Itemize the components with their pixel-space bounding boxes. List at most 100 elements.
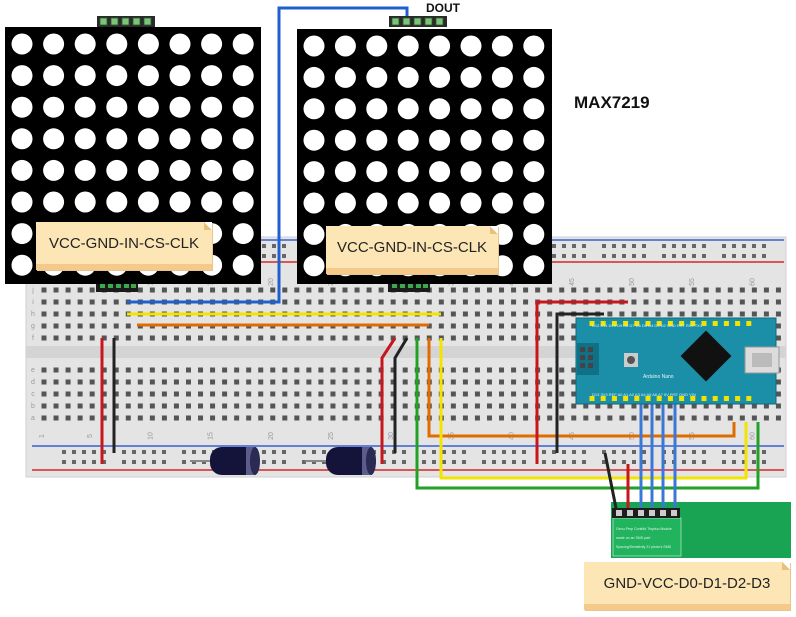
breadboard-hole bbox=[41, 323, 47, 329]
rail-hole bbox=[722, 254, 726, 258]
breadboard-hole bbox=[390, 415, 396, 421]
breadboard-hole bbox=[571, 287, 577, 293]
nano-pin bbox=[656, 321, 662, 326]
breadboard-hole bbox=[474, 299, 480, 305]
breadboard-hole bbox=[462, 415, 468, 421]
nano-pin bbox=[667, 396, 673, 401]
breadboard-hole bbox=[41, 403, 47, 409]
rail-hole bbox=[282, 460, 286, 464]
breadboard-hole bbox=[198, 335, 204, 341]
rail-hole bbox=[302, 460, 306, 464]
led-dot bbox=[43, 159, 65, 181]
breadboard-hole bbox=[438, 311, 444, 317]
breadboard-hole bbox=[547, 323, 553, 329]
rail-hole bbox=[742, 254, 746, 258]
breadboard-hole bbox=[306, 367, 312, 373]
wire-black-mid bbox=[393, 337, 409, 453]
rail-hole bbox=[272, 254, 276, 258]
rail-hole bbox=[162, 460, 166, 464]
breadboard-hole bbox=[703, 403, 709, 409]
nano-pin bbox=[634, 396, 640, 401]
rail-hole bbox=[422, 460, 426, 464]
breadboard-hole bbox=[667, 287, 673, 293]
breadboard-hole bbox=[282, 391, 288, 397]
breadboard-hole bbox=[643, 403, 649, 409]
rail-hole bbox=[572, 244, 576, 248]
breadboard-hole bbox=[113, 367, 119, 373]
breadboard-hole bbox=[161, 287, 167, 293]
nano-pin bbox=[645, 321, 651, 326]
breadboard-hole bbox=[318, 415, 324, 421]
column-number-bottom: 1 bbox=[39, 434, 46, 438]
led-dot bbox=[74, 33, 96, 55]
breadboard-hole bbox=[282, 415, 288, 421]
breadboard-hole bbox=[354, 287, 360, 293]
led-dot bbox=[43, 33, 65, 55]
breadboard-hole bbox=[715, 299, 721, 305]
breadboard-hole bbox=[137, 367, 143, 373]
breadboard-hole bbox=[173, 367, 179, 373]
rail-hole bbox=[682, 460, 686, 464]
breadboard-hole bbox=[366, 415, 372, 421]
column-number-top: 20 bbox=[268, 278, 275, 286]
rail-hole bbox=[662, 254, 666, 258]
rail-hole bbox=[522, 450, 526, 454]
breadboard-hole bbox=[667, 299, 673, 305]
nano-pin bbox=[712, 321, 718, 326]
breadboard-hole bbox=[438, 323, 444, 329]
breadboard-hole bbox=[438, 287, 444, 293]
column-number-top: 60 bbox=[749, 278, 756, 286]
rail-hole bbox=[552, 460, 556, 464]
led-dot bbox=[169, 96, 191, 118]
led-dot bbox=[460, 98, 482, 120]
breadboard-hole bbox=[149, 287, 155, 293]
breadboard-hole bbox=[462, 299, 468, 305]
breadboard-hole bbox=[125, 415, 131, 421]
header-pin bbox=[121, 17, 130, 26]
led-dot bbox=[74, 159, 96, 181]
led-dot bbox=[201, 128, 223, 150]
breadboard-hole bbox=[210, 403, 216, 409]
breadboard-hole bbox=[89, 311, 95, 317]
breadboard-hole bbox=[775, 391, 781, 397]
breadboard-hole bbox=[89, 299, 95, 305]
breadboard-hole bbox=[474, 323, 480, 329]
breadboard-hole bbox=[185, 391, 191, 397]
breadboard-hole bbox=[149, 403, 155, 409]
breadboard-hole bbox=[282, 403, 288, 409]
breadboard-hole bbox=[306, 379, 312, 385]
rail-hole bbox=[622, 460, 626, 464]
breadboard-hole bbox=[619, 403, 625, 409]
breadboard-hole bbox=[511, 367, 517, 373]
wire-blue-dout bbox=[127, 6, 409, 304]
breadboard-hole bbox=[679, 299, 685, 305]
nano-pin bbox=[746, 321, 752, 326]
rail-hole bbox=[62, 450, 66, 454]
led-dot bbox=[11, 128, 33, 150]
breadboard-hole bbox=[65, 299, 71, 305]
breadboard-hole bbox=[246, 391, 252, 397]
breadboard-hole bbox=[715, 403, 721, 409]
rail-hole bbox=[272, 450, 276, 454]
breadboard-hole bbox=[667, 311, 673, 317]
nano-pin bbox=[735, 321, 741, 326]
breadboard-hole bbox=[751, 311, 757, 317]
led-dot bbox=[11, 33, 33, 55]
led-dot bbox=[491, 192, 513, 214]
rail-hole bbox=[262, 460, 266, 464]
breadboard-hole bbox=[450, 299, 456, 305]
rail-hole bbox=[322, 450, 326, 454]
breadboard-hole bbox=[499, 335, 505, 341]
led-dot bbox=[334, 35, 356, 57]
breadboard-hole bbox=[775, 335, 781, 341]
rail-hole bbox=[152, 460, 156, 464]
breadboard-hole bbox=[486, 311, 492, 317]
rail-hole bbox=[442, 450, 446, 454]
matrix-right-header bbox=[391, 17, 444, 26]
led-dot bbox=[491, 98, 513, 120]
breadboard-hole bbox=[270, 367, 276, 373]
breadboard-hole bbox=[342, 391, 348, 397]
rail-hole bbox=[542, 450, 546, 454]
rail-hole bbox=[142, 460, 146, 464]
rail-hole bbox=[602, 244, 606, 248]
